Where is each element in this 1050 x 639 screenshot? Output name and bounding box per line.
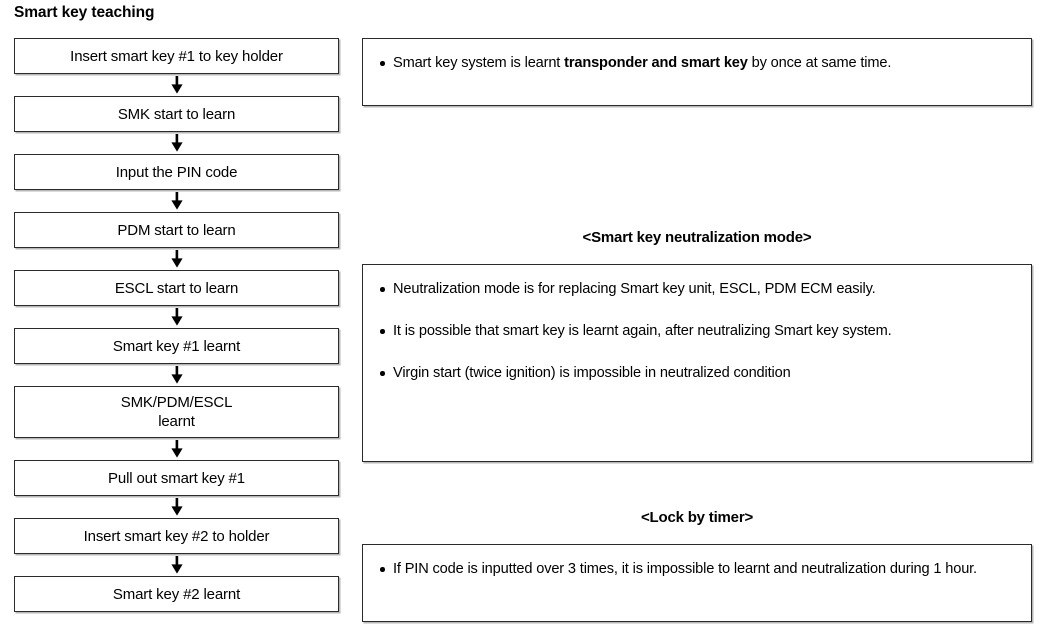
arrow-down-icon (170, 308, 184, 326)
flow-step-label: SMK start to learn (117, 105, 236, 123)
flow-step[interactable]: ESCL start to learn (14, 270, 339, 306)
neutralization-mode-bullet: Virgin start (twice ignition) is impossi… (379, 363, 1015, 384)
neutralization-mode-bullet: Neutralization mode is for replacing Sma… (379, 279, 1015, 300)
bullet-list-smart-key-system: Smart key system is learnt transponder a… (379, 53, 1015, 74)
flow-step[interactable]: Insert smart key #1 to key holder (14, 38, 339, 74)
arrow-down-icon (170, 76, 184, 94)
bullet-text-emphasis: transponder and smart key (564, 55, 748, 71)
bullet-text: Virgin start (twice ignition) is impossi… (393, 365, 791, 381)
flow-connector-1 (14, 74, 339, 96)
flow-step-label: PDM start to learn (117, 221, 236, 239)
flow-step[interactable]: Smart key #1 learnt (14, 328, 339, 364)
flow-connector-8 (14, 496, 339, 518)
flow-step-label: Insert smart key #1 to key holder (70, 47, 283, 65)
bullet-text-post: by once at same time. (747, 55, 892, 71)
flow-step-label: Smart key #2 learnt (112, 585, 241, 603)
bullet-text-pre: Smart key system is learnt (393, 55, 565, 71)
flow-step[interactable]: Input the PIN code (14, 154, 339, 190)
flow-connector-9 (14, 554, 339, 576)
arrow-down-icon (170, 134, 184, 152)
arrow-down-icon (170, 498, 184, 516)
bullet-text: Neutralization mode is for replacing Sma… (393, 281, 876, 297)
bullet-text: If PIN code is inputted over 3 times, it… (393, 561, 977, 577)
flow-step[interactable]: Insert smart key #2 to holder (14, 518, 339, 554)
flow-step-label: Pull out smart key #1 (108, 469, 245, 487)
arrow-down-icon (170, 192, 184, 210)
note-box-neutralization-mode: Neutralization mode is for replacing Sma… (362, 264, 1032, 462)
arrow-down-icon (170, 250, 184, 268)
flow-step-label: Input the PIN code (115, 163, 238, 181)
flow-connector-3 (14, 190, 339, 212)
heading-smart-key-neutralization-mode: <Smart key neutralization mode> (582, 229, 812, 246)
notes-column: Smart key system is learnt transponder a… (362, 0, 1032, 639)
flow-connector-4 (14, 248, 339, 270)
flow-connector-2 (14, 132, 339, 154)
flow-connector-7 (14, 438, 339, 460)
note-box-smart-key-system: Smart key system is learnt transponder a… (362, 38, 1032, 106)
bullet-list-neutralization-mode: Neutralization mode is for replacing Sma… (379, 279, 1015, 384)
bullet-text: It is possible that smart key is learnt … (393, 323, 892, 339)
flow-step-label: ESCL start to learn (114, 279, 239, 297)
arrow-down-icon (170, 366, 184, 384)
note-box-lock-by-timer: If PIN code is inputted over 3 times, it… (362, 544, 1032, 622)
bullet-list-lock-by-timer: If PIN code is inputted over 3 times, it… (379, 559, 1015, 580)
arrow-down-icon (170, 556, 184, 574)
flow-step[interactable]: SMK start to learn (14, 96, 339, 132)
flow-step[interactable]: PDM start to learn (14, 212, 339, 248)
flow-step-label: Smart key #1 learnt (112, 337, 241, 355)
heading-lock-by-timer: <Lock by timer> (640, 509, 754, 526)
flow-step[interactable]: Smart key #2 learnt (14, 576, 339, 612)
page-title: Smart key teaching (14, 4, 155, 21)
flow-step-label: SMK/PDM/ESCL learnt (120, 394, 233, 430)
flow-step-label: Insert smart key #2 to holder (83, 527, 270, 545)
smart-key-system-bullet: Smart key system is learnt transponder a… (379, 53, 1015, 74)
flow-connector-5 (14, 306, 339, 328)
flow-step[interactable]: SMK/PDM/ESCL learnt (14, 386, 339, 438)
flow-step[interactable]: Pull out smart key #1 (14, 460, 339, 496)
lock-by-timer-bullet: If PIN code is inputted over 3 times, it… (379, 559, 1015, 580)
neutralization-mode-bullet: It is possible that smart key is learnt … (379, 321, 1015, 342)
arrow-down-icon (170, 440, 184, 458)
flow-connector-6 (14, 364, 339, 386)
